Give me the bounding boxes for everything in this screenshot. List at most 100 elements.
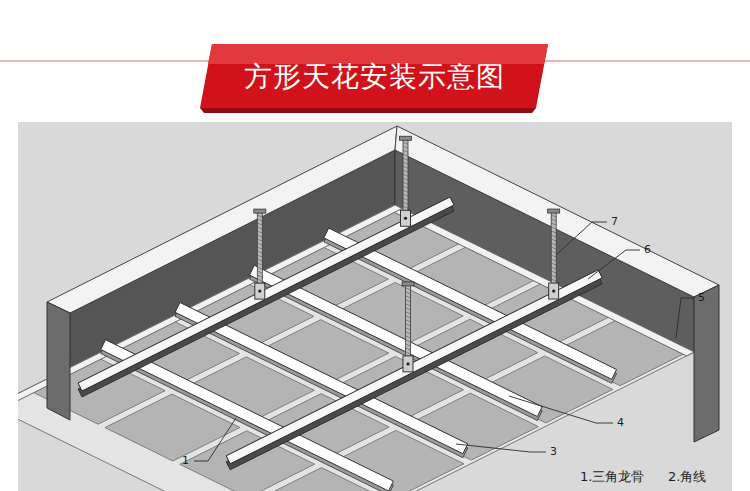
rod-thread: [551, 255, 556, 257]
rod-thread: [406, 292, 411, 294]
hanger-clip: [403, 356, 413, 372]
leader-line: [194, 418, 236, 461]
legend-note: 1.三角龙骨: [580, 470, 644, 484]
rod-thread: [551, 239, 556, 241]
rod-thread: [551, 275, 556, 277]
rod-thread: [406, 332, 411, 334]
rod-thread: [551, 259, 556, 261]
banner-shadow: [200, 108, 536, 113]
rod-thread: [406, 348, 411, 350]
leader-line: [556, 222, 607, 255]
main-channel: [226, 270, 602, 464]
callout-number: 1: [182, 455, 189, 467]
clip-bolt: [258, 290, 261, 293]
clip-bolt: [404, 217, 407, 220]
anchor-plate: [402, 282, 414, 286]
rod-thread: [257, 263, 262, 265]
rod-thread: [406, 328, 411, 330]
rod-thread: [257, 243, 262, 245]
rod-thread: [403, 158, 408, 160]
rod-thread: [257, 227, 262, 229]
rod-thread: [551, 263, 556, 265]
rod-thread: [406, 300, 411, 302]
rod-thread: [551, 271, 556, 273]
wall-end-face: [694, 285, 719, 442]
hanger-clip: [255, 283, 265, 299]
callout-number: 6: [644, 244, 651, 256]
anchor-plate: [400, 136, 412, 140]
rod-thread: [551, 251, 556, 253]
rod-thread: [406, 352, 411, 354]
anchor-plate: [254, 209, 266, 213]
rod-thread: [257, 259, 262, 261]
hanger-clip: [401, 210, 411, 226]
rod-thread: [551, 267, 556, 269]
rod-thread: [406, 320, 411, 322]
leader-line: [456, 444, 546, 452]
anchor-plate: [548, 209, 560, 213]
callout-number: 3: [550, 446, 557, 458]
rod-thread: [406, 296, 411, 298]
hanger-clip: [549, 283, 559, 299]
rod-thread: [403, 178, 408, 180]
rod-thread: [551, 219, 556, 221]
rod-thread: [403, 186, 408, 188]
rod-thread: [403, 150, 408, 152]
legend-note: 2.角线: [668, 470, 706, 484]
wall-top: [47, 126, 397, 313]
rod-thread: [257, 279, 262, 281]
rod-thread: [403, 190, 408, 192]
rod-thread: [551, 235, 556, 237]
rod-thread: [551, 247, 556, 249]
rod-thread: [551, 223, 556, 225]
leader-line: [509, 396, 613, 423]
rod-thread: [551, 215, 556, 217]
rod-thread: [403, 154, 408, 156]
rod-thread: [257, 271, 262, 273]
rod-thread: [406, 316, 411, 318]
rod-thread: [403, 194, 408, 196]
callout-number: 4: [617, 417, 624, 429]
leader-line: [676, 298, 694, 338]
rod-thread: [403, 142, 408, 144]
rod-thread: [406, 308, 411, 310]
rod-thread: [257, 267, 262, 269]
leader-line: [588, 250, 640, 279]
callout-number: 5: [698, 292, 705, 304]
rod-thread: [406, 344, 411, 346]
rod-thread: [406, 288, 411, 290]
title-banner: [200, 44, 548, 108]
rod-thread: [406, 312, 411, 314]
rod-thread: [403, 206, 408, 208]
rod-thread: [257, 247, 262, 249]
rod-thread: [403, 146, 408, 148]
clip-bolt: [552, 289, 555, 292]
rod-thread: [403, 170, 408, 172]
rod-thread: [403, 166, 408, 168]
rod-thread: [257, 223, 262, 225]
rod-thread: [551, 231, 556, 233]
rod-thread: [406, 304, 411, 306]
rod-thread: [257, 251, 262, 253]
rod-thread: [257, 215, 262, 217]
rod-thread: [406, 336, 411, 338]
ceiling-scene: [18, 126, 719, 491]
leader-lines: [194, 222, 694, 461]
callout-number: 7: [611, 216, 618, 228]
rod-thread: [403, 198, 408, 200]
rod-thread: [551, 279, 556, 281]
rod-thread: [406, 340, 411, 342]
rod-thread: [551, 243, 556, 245]
rod-thread: [403, 162, 408, 164]
rod-thread: [406, 324, 411, 326]
rod-thread: [257, 275, 262, 277]
rod-thread: [403, 182, 408, 184]
rod-thread: [403, 174, 408, 176]
main-channel: [78, 197, 454, 391]
rod-thread: [257, 235, 262, 237]
rod-thread: [257, 239, 262, 241]
rod-thread: [403, 202, 408, 204]
title: 方形天花安装示意图: [244, 62, 505, 93]
wall-end-face: [47, 302, 70, 420]
